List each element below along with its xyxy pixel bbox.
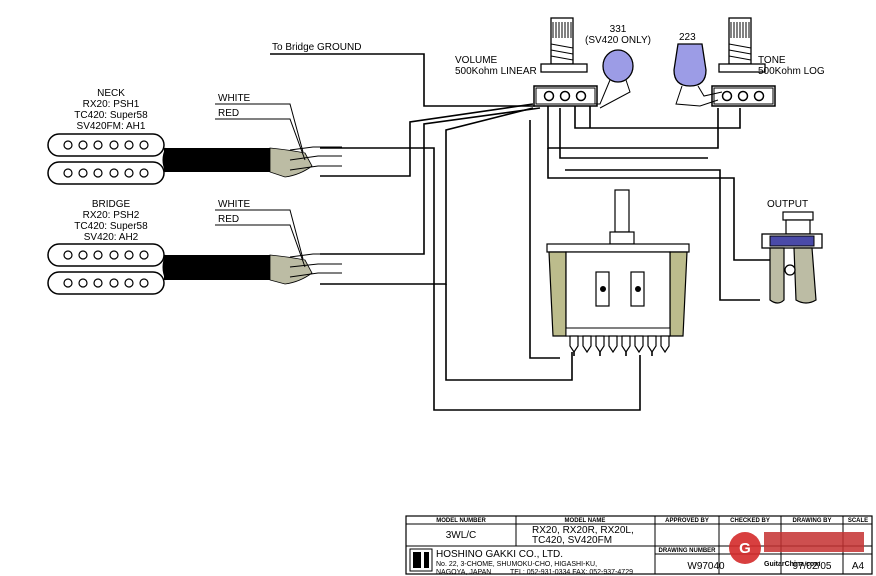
neck-red-wire-label: RED (218, 108, 239, 119)
bridge-red-wire-label: RED (218, 214, 239, 225)
capacitor-223 (673, 43, 723, 107)
bridge-line-1: RX20: PSH2 (83, 210, 140, 221)
hoshino-logo (409, 548, 433, 572)
model-number: 3WL/C (446, 530, 477, 541)
capacitor-331 (590, 49, 634, 109)
company-phone: TEL: 052-931-0334 FAX: 052-937-4729 (510, 569, 633, 576)
watermark: G GuitarChina.com (729, 532, 864, 568)
bridge-line-2: TC420: Super58 (74, 221, 148, 232)
model-name-line-2: TC420, SV420FM (532, 535, 612, 546)
cap-331-label: 331 (610, 24, 627, 35)
drawing-date: 97/02/05 (793, 561, 832, 572)
bridge-line-3: SV420: AH2 (84, 232, 139, 243)
hdr-approved-by: APPROVED BY (665, 518, 709, 524)
tone-value: 500Kohm LOG (758, 66, 825, 77)
tone-title: TONE (758, 55, 786, 66)
bridge-cable: WHITE RED (162, 199, 342, 285)
hdr-drawing-by: DRAWING BY (793, 518, 832, 524)
output-jack (761, 211, 823, 304)
bridge-pickup (47, 243, 165, 295)
bridge-ground-label: To Bridge GROUND (272, 42, 361, 53)
neck-pickup-label: NECK RX20: PSH1 TC420: Super58 SV420FM: … (74, 88, 148, 132)
company-name: HOSHINO GAKKI CO., LTD. (436, 549, 563, 560)
volume-pot (533, 17, 598, 107)
neck-line-1: RX20: PSH1 (83, 99, 140, 110)
volume-title: VOLUME (455, 55, 498, 66)
bridge-title: BRIDGE (92, 199, 131, 210)
five-way-switch (546, 189, 690, 356)
watermark-site: GuitarChina.com (764, 561, 820, 568)
company-address-2: NAGOYA, JAPAN (436, 569, 491, 576)
neck-white-wire-label: WHITE (218, 93, 251, 104)
hdr-drawing-number: DRAWING NUMBER (659, 548, 717, 554)
cap-331-note: (SV420 ONLY) (585, 35, 651, 46)
scale-value: A4 (852, 561, 865, 572)
company-address-1: No. 22, 3-CHOME, SHUMOKU-CHO, HIGASHI-KU… (436, 561, 597, 568)
bridge-pickup-label: BRIDGE RX20: PSH2 TC420: Super58 SV420: … (74, 199, 148, 243)
hdr-model-number: MODEL NUMBER (436, 518, 486, 524)
neck-cable: WHITE RED (162, 93, 342, 178)
output-label: OUTPUT (767, 199, 808, 210)
wiring (270, 53, 772, 411)
drawing-number: W97040 (687, 561, 725, 572)
tone-pot (711, 17, 776, 107)
svg-text:G: G (739, 540, 751, 557)
model-name-line-1: RX20, RX20R, RX20L, (532, 525, 634, 536)
hdr-checked-by: CHECKED BY (730, 518, 770, 524)
hdr-model-name: MODEL NAME (565, 518, 606, 524)
neck-pickup (47, 133, 165, 185)
neck-line-2: TC420: Super58 (74, 110, 148, 121)
bridge-white-wire-label: WHITE (218, 199, 251, 210)
hdr-scale: SCALE (848, 518, 868, 524)
neck-line-3: SV420FM: AH1 (77, 121, 146, 132)
neck-title: NECK (97, 88, 125, 99)
cap-223-label: 223 (679, 32, 696, 43)
volume-value: 500Kohm LINEAR (455, 66, 537, 77)
